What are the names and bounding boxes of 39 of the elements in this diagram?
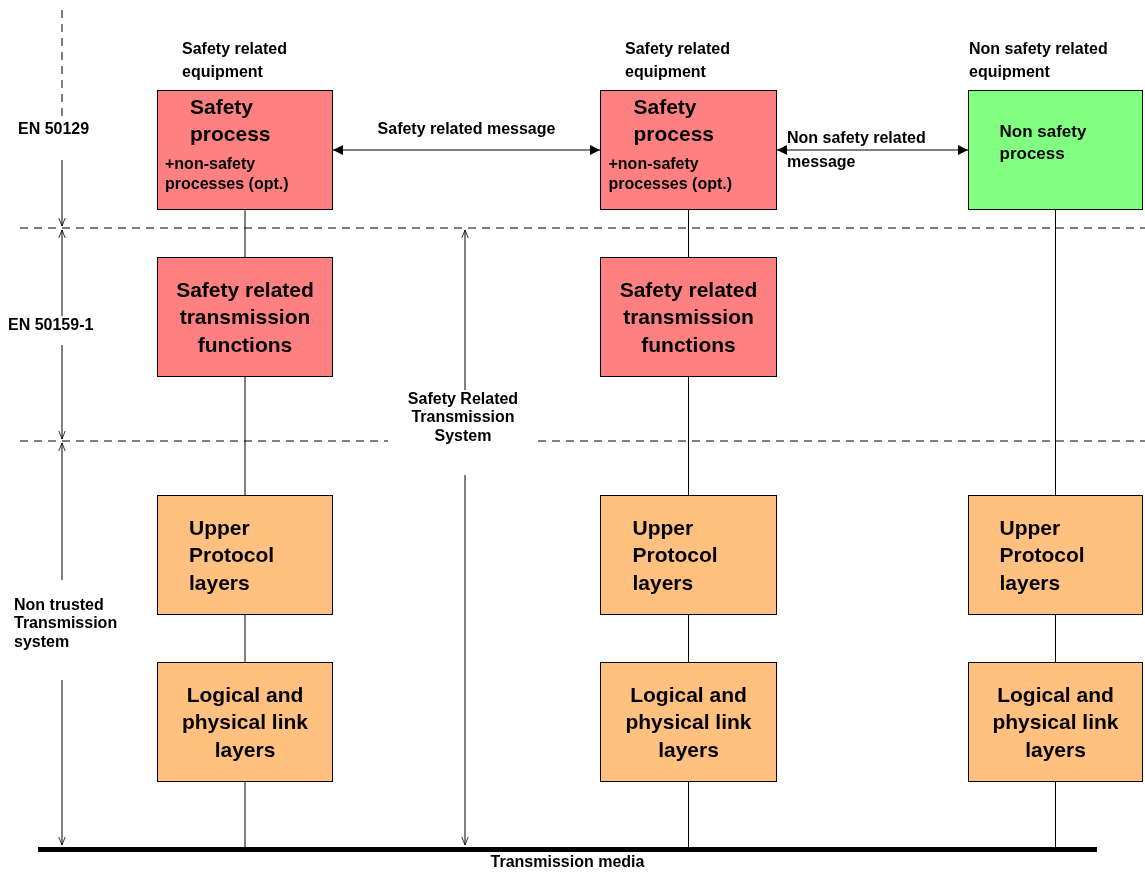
edge-label: Non safety related message [787, 128, 927, 172]
connector-line [688, 209, 689, 258]
connector-line [244, 376, 246, 496]
equipment-caption: Non safety related equipment [969, 39, 1109, 82]
box-subtitle: +non-safety processes (opt.) [165, 153, 290, 195]
equipment-caption: Safety related equipment [625, 39, 731, 82]
connector-line [244, 209, 246, 258]
connector-line [244, 781, 246, 848]
connector-line [688, 376, 689, 496]
layer-box [968, 662, 1143, 782]
connector-line [1055, 614, 1056, 663]
connector-line [688, 614, 689, 663]
layer-box [968, 495, 1143, 615]
box-subtitle: +non-safety processes (opt.) [608, 153, 734, 195]
equipment-caption: Safety related equipment [182, 39, 288, 82]
layer-box [157, 662, 333, 782]
box-title: Logical and physical link layers [624, 682, 753, 763]
box-title: Logical and physical link layers [180, 682, 310, 763]
connector-line [1055, 781, 1056, 848]
connector-line [1055, 209, 1056, 496]
connector-line [688, 781, 689, 848]
layer-box [157, 495, 333, 615]
box-title: Safety process [633, 94, 716, 148]
box-title: Upper Protocol layers [632, 515, 719, 596]
box-title: Safety related transmission functions [618, 277, 759, 358]
safety-box [157, 257, 333, 377]
box-title: Upper Protocol layers [999, 515, 1086, 596]
box-title: Upper Protocol layers [189, 515, 276, 596]
box-title: Safety related transmission functions [175, 277, 315, 358]
media-label: Transmission media [489, 853, 646, 871]
message-arrow [332, 145, 601, 155]
box-title: Safety process [190, 94, 272, 148]
box-title: Non safety process [999, 121, 1088, 166]
box-title: Logical and physical link layers [991, 682, 1120, 763]
layer-box [600, 662, 777, 782]
safety-box [600, 257, 777, 377]
connector-line [244, 614, 246, 663]
layer-box [600, 495, 777, 615]
message-arrow [776, 145, 969, 155]
